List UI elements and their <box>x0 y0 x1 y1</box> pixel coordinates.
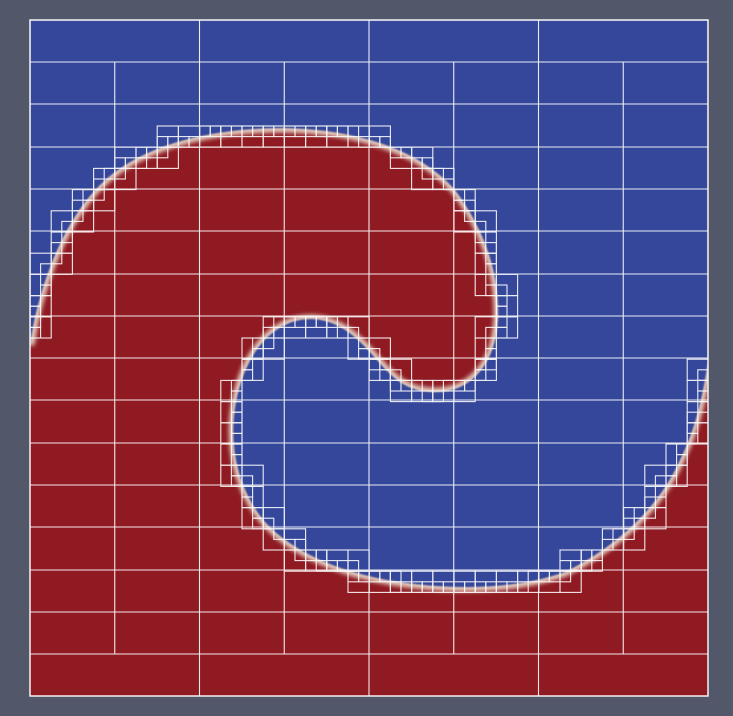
domain-border <box>29 19 709 697</box>
mesh-cell <box>601 538 614 551</box>
mesh-cell <box>453 189 466 201</box>
domain <box>30 20 708 696</box>
mesh-cell <box>686 432 699 445</box>
mesh-cell <box>464 379 476 392</box>
mesh-cell <box>389 146 402 159</box>
mesh-grid <box>30 20 708 696</box>
mesh-cell <box>230 379 243 392</box>
mesh-cell <box>30 326 42 339</box>
